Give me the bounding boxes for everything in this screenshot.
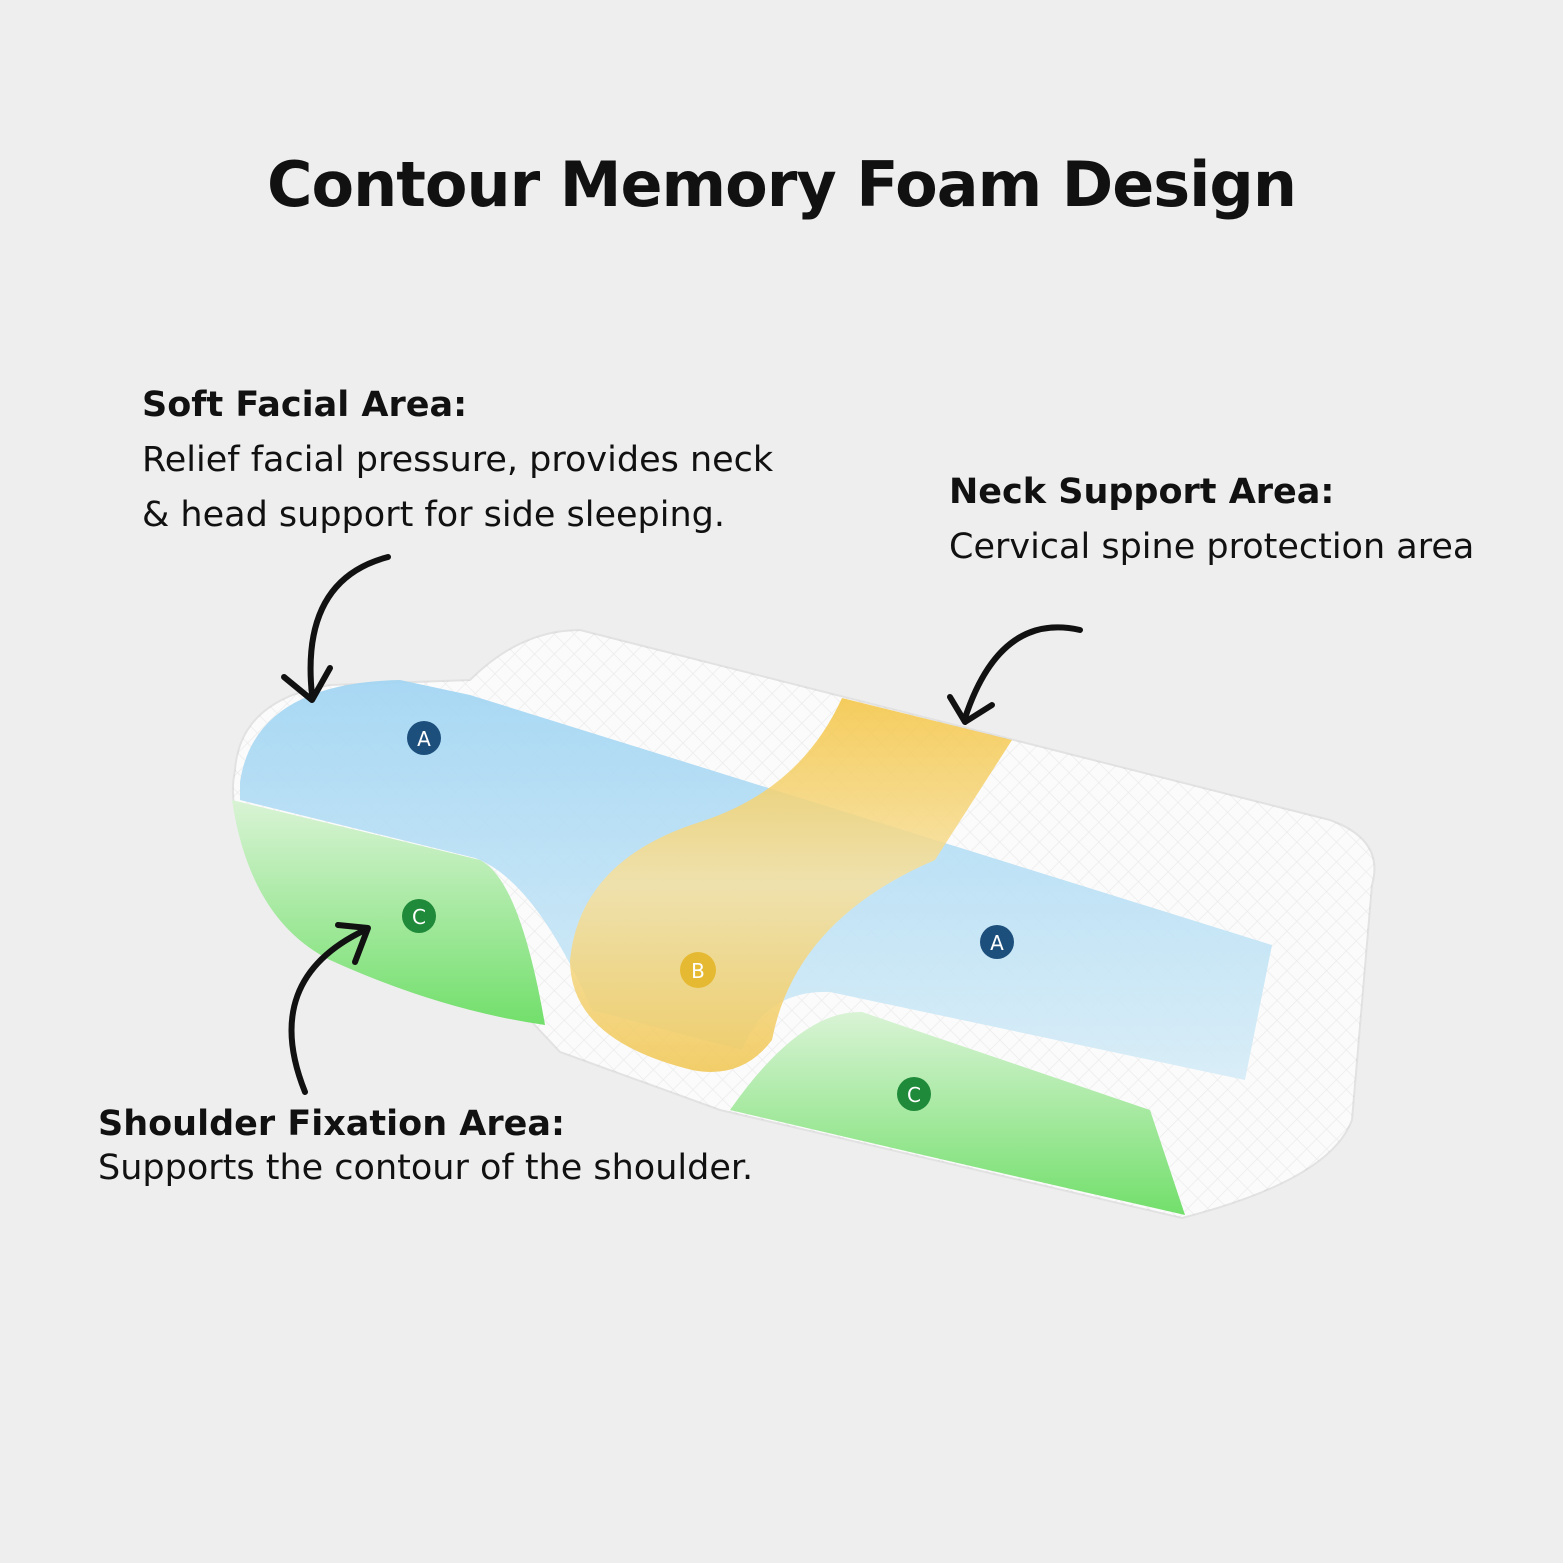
soft-facial-annotation: Soft Facial Area: Relief facial pressure… bbox=[142, 378, 773, 543]
zone-b-band bbox=[570, 698, 1012, 1072]
shoulder-heading: Shoulder Fixation Area: bbox=[98, 1104, 565, 1144]
svg-text:A: A bbox=[990, 931, 1004, 955]
soft-facial-line: & head support for side sleeping. bbox=[142, 495, 726, 535]
shoulder-annotation: Shoulder Fixation Area: Supports the con… bbox=[98, 1102, 753, 1190]
zone-c-left bbox=[232, 800, 545, 1025]
svg-text:A: A bbox=[417, 727, 431, 751]
badge-a: A bbox=[980, 925, 1014, 959]
neck-support-annotation: Neck Support Area: Cervical spine protec… bbox=[949, 465, 1474, 575]
badge-a: A bbox=[407, 721, 441, 755]
neck-support-heading: Neck Support Area: bbox=[949, 472, 1335, 512]
arrow-icon bbox=[288, 922, 371, 1095]
shoulder-line: Supports the contour of the shoulder. bbox=[98, 1148, 754, 1188]
zone-c-right bbox=[730, 1011, 1185, 1215]
badge-b: B bbox=[680, 952, 716, 988]
badge-c: C bbox=[897, 1077, 931, 1111]
page-title: Contour Memory Foam Design bbox=[267, 148, 1297, 221]
soft-facial-heading: Soft Facial Area: bbox=[142, 385, 468, 425]
arrow-icon bbox=[281, 554, 391, 703]
soft-facial-line: Relief facial pressure, provides neck bbox=[142, 440, 774, 480]
arrow-icon bbox=[947, 624, 1083, 725]
neck-support-line: Cervical spine protection area bbox=[949, 527, 1475, 567]
svg-text:B: B bbox=[691, 959, 705, 983]
badge-c: C bbox=[402, 899, 436, 933]
svg-text:C: C bbox=[907, 1083, 921, 1107]
svg-text:C: C bbox=[412, 905, 426, 929]
